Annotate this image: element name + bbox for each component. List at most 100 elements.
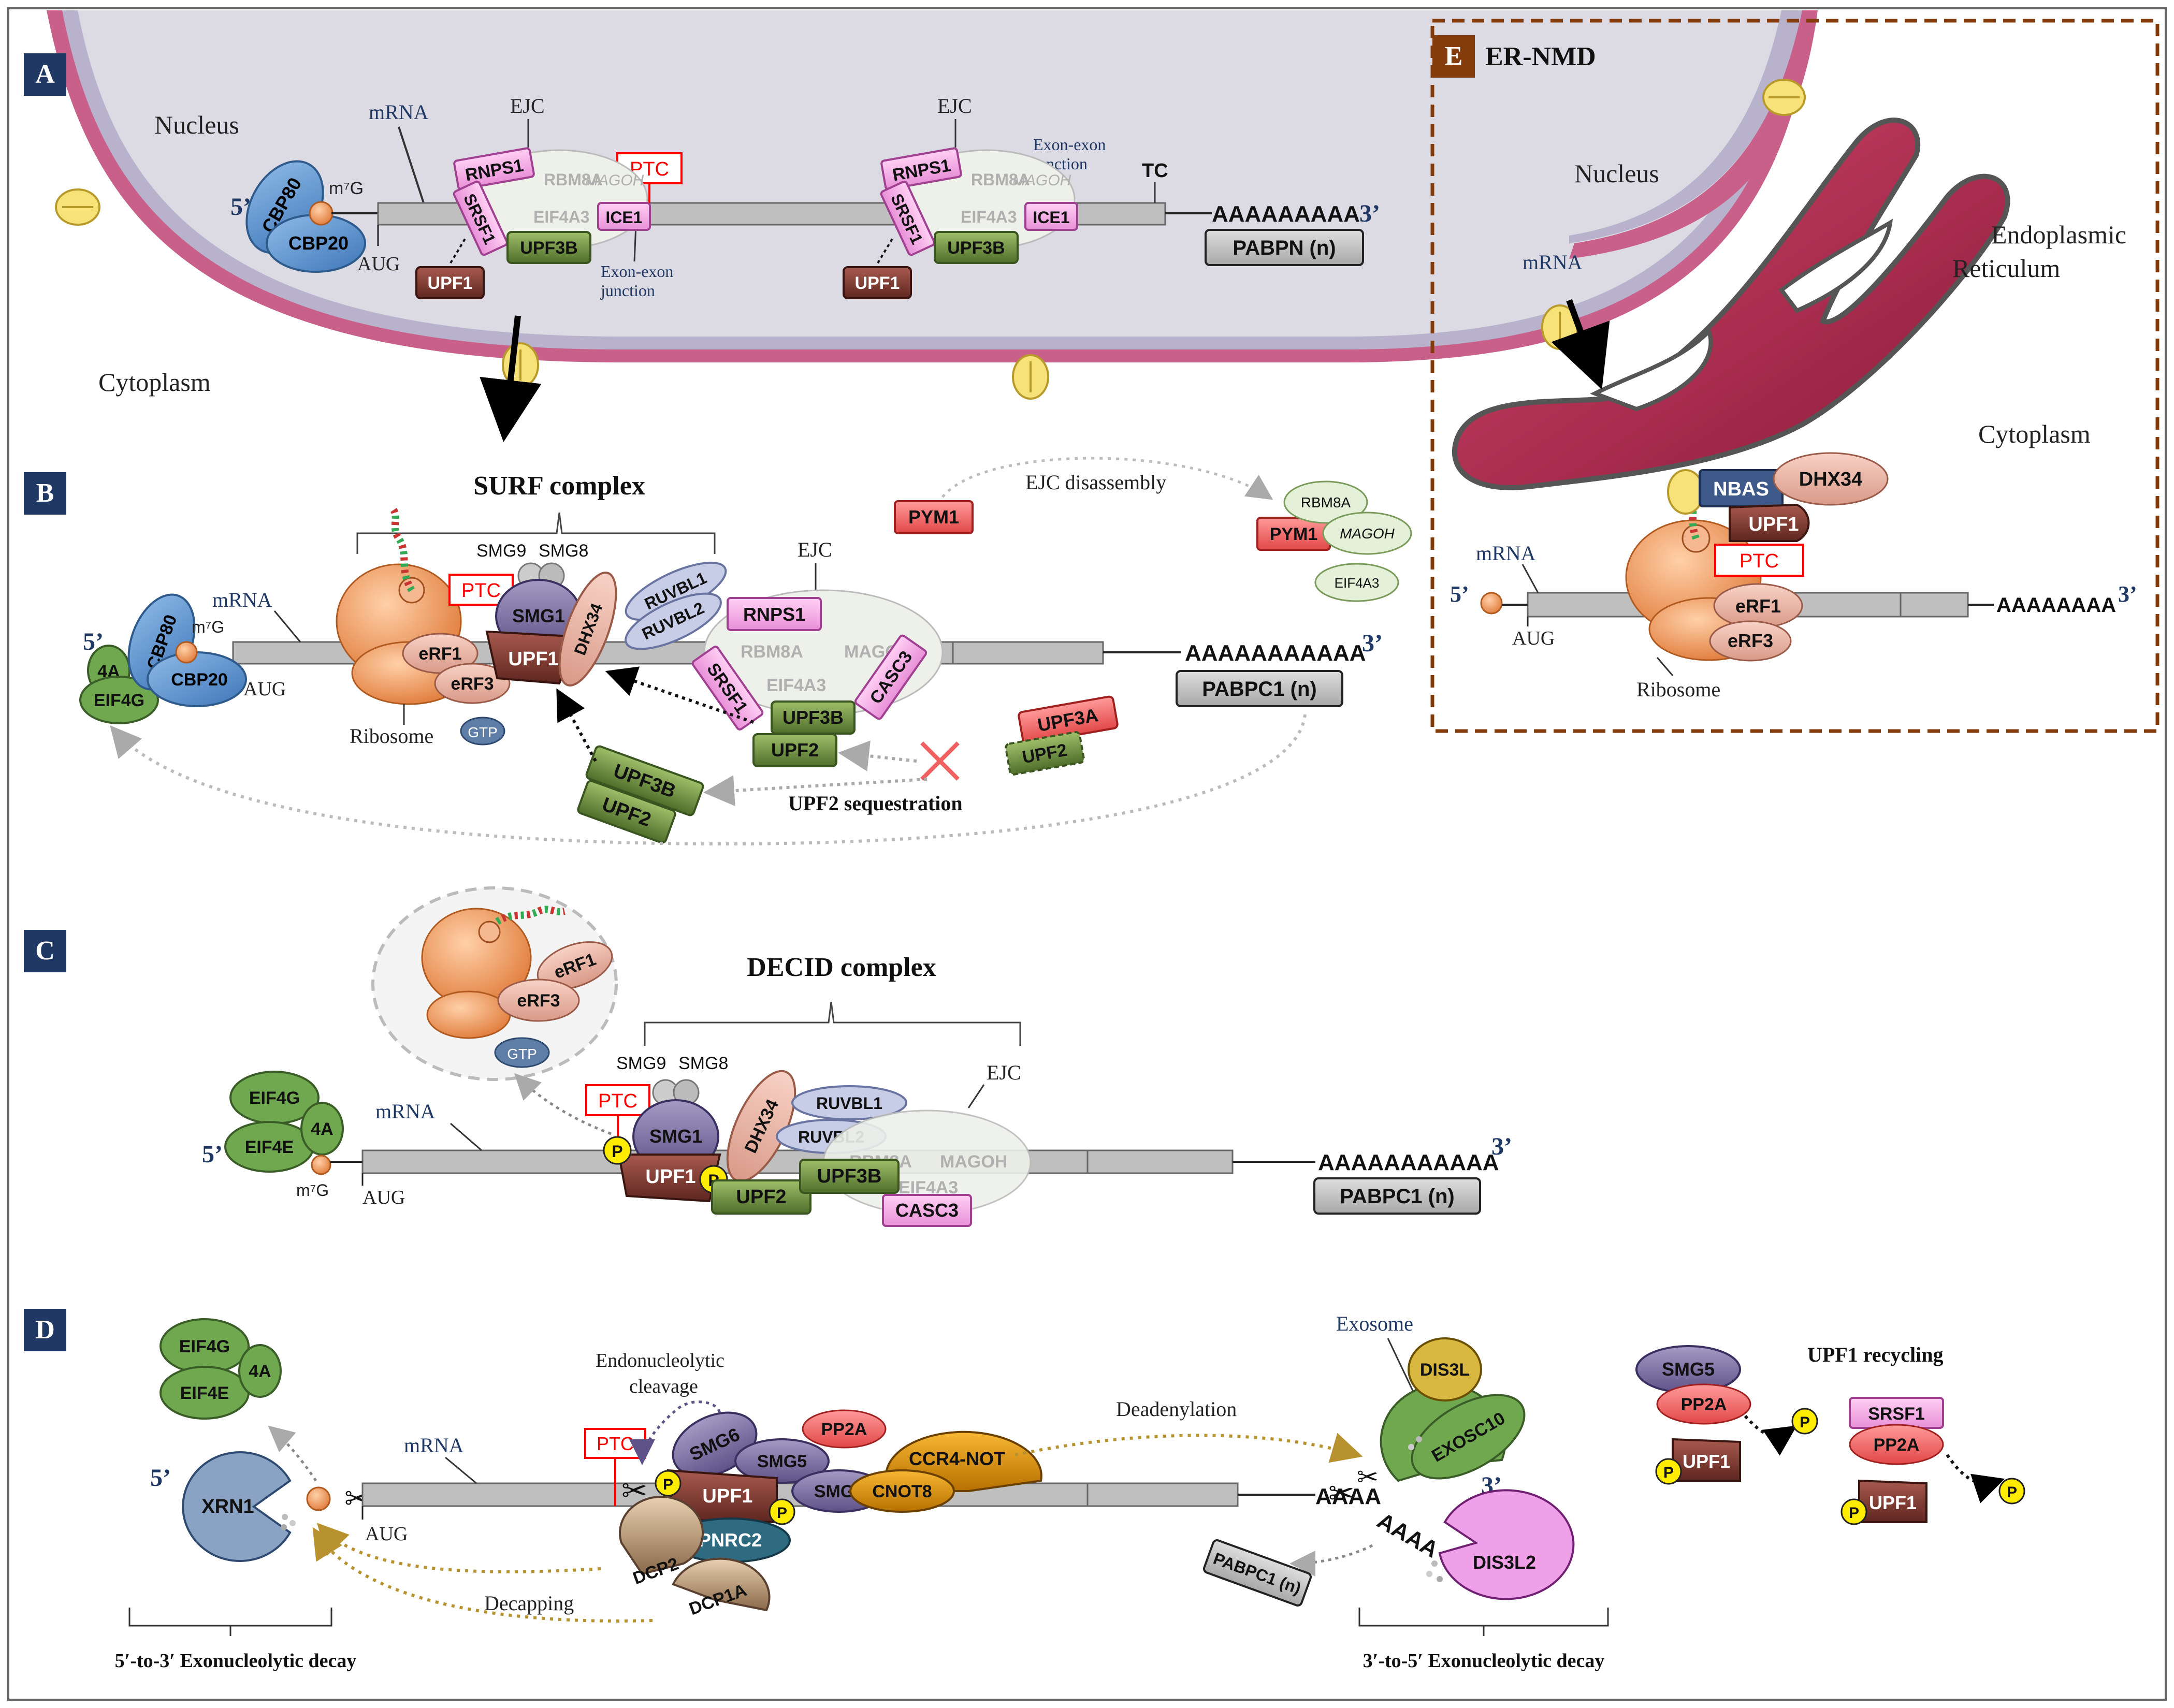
svg-text:SMG5: SMG5 [1662, 1359, 1715, 1380]
svg-text:E: E [1445, 41, 1463, 71]
upf2-seq2 [577, 780, 676, 844]
pabpc1-c [1313, 1177, 1481, 1215]
erf3-b [434, 663, 511, 704]
phospho-d-1 [655, 1470, 682, 1497]
svg-text:RNPS1: RNPS1 [743, 604, 805, 625]
pabpc1-d [1202, 1539, 1312, 1607]
phospho-c-1 [603, 1136, 632, 1165]
svg-text:eRF3: eRF3 [517, 991, 560, 1011]
pabpn-label: PABPN (n) [1233, 237, 1336, 259]
svg-text:XRN1: XRN1 [201, 1496, 254, 1517]
panel-badge-d: D [24, 1309, 66, 1351]
svg-text:EIF4A3: EIF4A3 [533, 208, 589, 226]
svg-text:Decapping: Decapping [484, 1592, 574, 1615]
er-nmd-box [1430, 19, 2159, 733]
svg-text:RBM8A: RBM8A [1301, 494, 1351, 510]
srsf1 [453, 180, 508, 256]
figure-frame [7, 7, 2167, 1701]
svg-text:UPF1: UPF1 [1683, 1451, 1730, 1472]
svg-text:P: P [663, 1476, 673, 1493]
cytoplasm-label: Cytoplasm [98, 368, 211, 397]
svg-text:PABPC1 (n): PABPC1 (n) [1202, 678, 1316, 700]
er-line2-label: Reticulum [1952, 254, 2060, 283]
svg-text:SMG1: SMG1 [649, 1126, 702, 1147]
svg-text:GTP: GTP [507, 1046, 537, 1062]
svg-text:C: C [35, 936, 55, 966]
svg-text:MAGOH: MAGOH [1340, 525, 1395, 542]
smg5-d [734, 1438, 830, 1484]
svg-text:SRSF1: SRSF1 [1868, 1404, 1925, 1424]
panel-badge-c: C [24, 930, 66, 972]
dcp2-d [618, 1495, 704, 1575]
svg-text:CCR4-NOT: CCR4-NOT [909, 1448, 1005, 1469]
svg-text:MAGOH: MAGOH [1012, 172, 1071, 189]
panel-e: mRNA AAAAAAAA 3’ 5’ AUG mRNA Ribosome PT… [1450, 251, 2137, 701]
svg-text:SMG5: SMG5 [757, 1452, 807, 1471]
ptc-box-e [1714, 544, 1804, 577]
svg-text:UPF1: UPF1 [702, 1485, 752, 1507]
upf3b-c [799, 1159, 900, 1194]
svg-text:mRNA: mRNA [1476, 542, 1536, 565]
ice1 [597, 202, 651, 231]
svg-text:UPF3B: UPF3B [947, 238, 1005, 258]
svg-text:UPF3B: UPF3B [817, 1165, 882, 1187]
svg-text:AAAAAAAA: AAAAAAAA [1996, 594, 2116, 617]
nuclear-pore [55, 188, 100, 226]
svg-text:UPF1: UPF1 [645, 1166, 695, 1188]
er-cytoplasm-label: Cytoplasm [1978, 419, 2091, 448]
dis3l-d [1408, 1337, 1482, 1402]
svg-text:CBP20: CBP20 [171, 670, 228, 690]
panel-d: EIF4G EIF4E 4A 5’ XRN1 ✂ AUG mRNA PTC ✂ … [115, 1312, 2025, 1672]
svg-text:PNRC2: PNRC2 [699, 1529, 762, 1551]
svg-text:SMG9: SMG9 [476, 541, 526, 561]
svg-text:Ribosome: Ribosome [1636, 678, 1720, 701]
svg-text:mRNA: mRNA [212, 588, 272, 611]
svg-text:UPF2: UPF2 [736, 1186, 786, 1208]
svg-text:EIF4A3: EIF4A3 [961, 208, 1017, 226]
dcp1a-d [672, 1557, 771, 1612]
svg-text:AAAA: AAAA [1373, 1508, 1443, 1563]
svg-text:Ribosome: Ribosome [350, 724, 433, 748]
svg-text:EIF4A3: EIF4A3 [766, 676, 826, 695]
svg-text:EIF4E: EIF4E [245, 1137, 294, 1157]
svg-text:SMG9: SMG9 [616, 1054, 666, 1073]
exosc10-d [1411, 1394, 1526, 1480]
svg-text:cleavage: cleavage [629, 1376, 698, 1397]
rbm8a-free [1283, 480, 1368, 524]
ptc-box-c [585, 1084, 650, 1116]
svg-text:Exosome: Exosome [1336, 1312, 1413, 1335]
svg-text:EIF4E: EIF4E [180, 1383, 229, 1403]
svg-text:A: A [35, 60, 55, 89]
svg-text:PYM1: PYM1 [908, 506, 959, 528]
nucleus-label: Nucleus [154, 110, 239, 139]
dhx34-e [1773, 452, 1889, 506]
nuclear-pore [1762, 79, 1806, 116]
panel-badge-b: B [24, 472, 66, 515]
svg-text:PP2A: PP2A [821, 1420, 867, 1439]
svg-text:5′-to-3′ Exonucleolytic decay: 5′-to-3′ Exonucleolytic decay [115, 1650, 357, 1672]
svg-text:SMG1: SMG1 [512, 605, 565, 626]
svg-text:UPF1: UPF1 [1869, 1492, 1917, 1513]
svg-text:3’: 3’ [1362, 630, 1383, 657]
svg-text:CNOT8: CNOT8 [872, 1482, 932, 1501]
upf2-seq [1005, 731, 1085, 776]
eif4g-b [79, 676, 159, 724]
upf2-b [752, 733, 837, 767]
svg-text:MAGOH: MAGOH [940, 1152, 1007, 1172]
decid-title: DECID complex [747, 953, 936, 982]
m7g-cap [309, 201, 334, 226]
svg-text:EIF4G: EIF4G [249, 1088, 300, 1108]
exon-junction-1-line1: Exon-exon [601, 262, 673, 281]
dis3l2-d [1438, 1489, 1575, 1600]
upf2-c [711, 1179, 811, 1215]
svg-text:DHX34: DHX34 [1799, 469, 1863, 490]
svg-text:ICE1: ICE1 [1033, 208, 1069, 227]
svg-text:P: P [2007, 1484, 2017, 1501]
svg-text:UPF1 recycling: UPF1 recycling [1807, 1343, 1944, 1366]
scissors-icon-4: ✂ [1357, 1463, 1379, 1492]
exon-junction-1-line2: junction [600, 281, 655, 300]
svg-text:4A: 4A [311, 1119, 333, 1139]
svg-text:eRF1: eRF1 [1735, 595, 1781, 617]
upf3b [506, 231, 591, 264]
phospho-d-2 [769, 1498, 795, 1525]
